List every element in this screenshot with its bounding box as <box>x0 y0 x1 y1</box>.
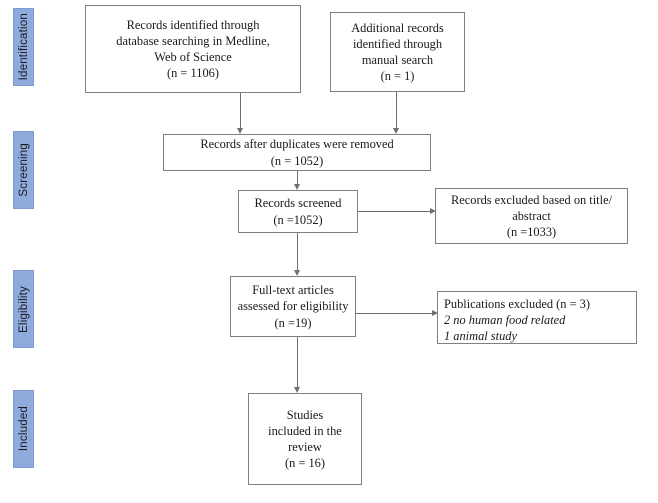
node-records-screened: Records screened (n =1052) <box>238 190 358 233</box>
node-line: database searching in Medline, <box>116 33 270 48</box>
node-count: (n =1033) <box>506 225 557 240</box>
node-records-excluded: Records excluded based on title/ abstrac… <box>435 188 628 244</box>
node-line: Additional records <box>351 20 444 35</box>
connector-fulltext-to-included <box>297 337 298 387</box>
phase-tab-identification: Identification <box>13 8 34 86</box>
connector-database-to-duplicates <box>240 93 241 128</box>
node-count: (n = 1052) <box>270 153 324 168</box>
arrowhead-manual-to-duplicates <box>393 128 399 134</box>
node-count: (n = 16) <box>284 456 326 471</box>
node-line: Records identified through <box>126 17 260 32</box>
phase-tab-included: Included <box>13 390 34 468</box>
node-count: (n =19) <box>274 315 312 330</box>
node-line: Records excluded based on title/ <box>450 192 613 207</box>
arrowhead-duplicates-to-screened <box>294 184 300 190</box>
phase-label-included: Included <box>17 406 30 452</box>
phase-tab-eligibility: Eligibility <box>13 270 34 348</box>
node-line: Records after duplicates were removed <box>200 137 394 152</box>
node-fulltext-assessed: Full-text articles assessed for eligibil… <box>230 276 356 337</box>
connector-screened-to-excluded <box>358 211 430 212</box>
node-line: Full-text articles <box>252 283 334 298</box>
node-line: review <box>288 440 322 454</box>
phase-label-eligibility: Eligibility <box>17 285 30 333</box>
connector-manual-to-duplicates <box>396 92 397 128</box>
node-line: Publications excluded (n = 3) <box>444 297 591 311</box>
phase-label-screening: Screening <box>17 143 30 197</box>
node-line: identified through <box>352 36 443 51</box>
connector-duplicates-to-screened <box>297 171 298 184</box>
arrowhead-screened-to-fulltext <box>294 270 300 276</box>
arrowhead-screened-to-excluded <box>430 208 436 214</box>
node-manual-search: Additional records identified through ma… <box>330 12 465 92</box>
node-count: (n =1052) <box>273 212 323 227</box>
node-database-search: Records identified through database sear… <box>85 5 301 93</box>
node-line: 2 no human food related <box>444 313 566 328</box>
node-line: Records screened <box>254 196 342 211</box>
arrowhead-fulltext-to-publications-excluded <box>432 310 438 316</box>
node-line: manual search <box>361 53 434 67</box>
node-line: Studies <box>286 407 324 422</box>
arrowhead-fulltext-to-included <box>294 387 300 393</box>
phase-tab-screening: Screening <box>13 131 34 209</box>
node-line: included in the <box>268 423 342 438</box>
arrowhead-database-to-duplicates <box>237 128 243 134</box>
connector-fulltext-to-publications-excluded <box>356 313 432 314</box>
node-count: (n = 1) <box>380 69 415 84</box>
node-line: 1 animal study <box>444 329 517 344</box>
connector-screened-to-fulltext <box>297 233 298 270</box>
node-line: assessed for eligibility <box>237 299 349 314</box>
node-publications-excluded: Publications excluded (n = 3) 2 no human… <box>437 291 637 344</box>
phase-label-identification: Identification <box>17 13 30 81</box>
node-line: abstract <box>512 208 551 223</box>
node-line: Web of Science <box>154 50 232 64</box>
node-studies-included: Studies included in the review (n = 16) <box>248 393 362 485</box>
node-count: (n = 1106) <box>167 66 219 81</box>
node-records-after-duplicates: Records after duplicates were removed (n… <box>163 134 431 171</box>
